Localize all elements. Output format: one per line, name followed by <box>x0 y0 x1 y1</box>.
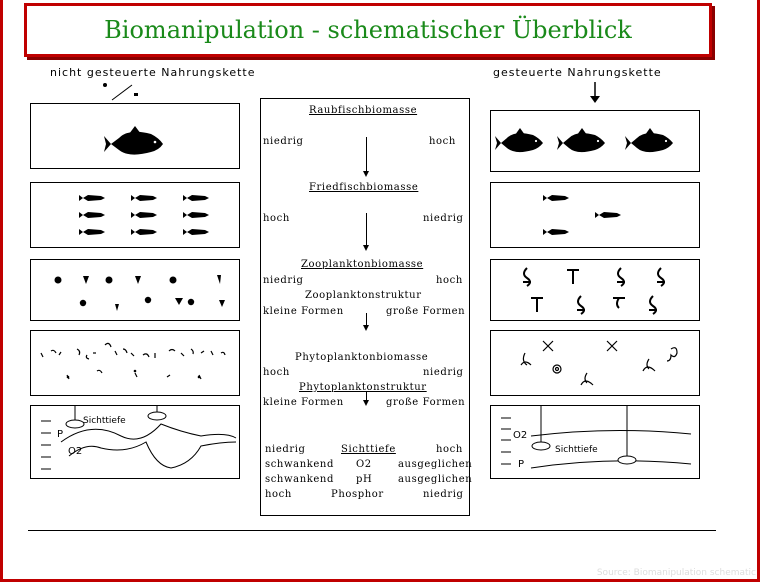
raubfisch-heading: Raubfischbiomasse <box>309 105 418 116</box>
zooplankton-heading: Zooplanktonbiomasse <box>301 259 424 270</box>
left-o2-label: O2 <box>68 446 83 457</box>
row-3-mid: pH <box>356 474 373 485</box>
o2-curve <box>68 441 237 469</box>
zooplankton-structure-right: große Formen <box>386 306 466 317</box>
zooplankton-left: niedrig <box>263 275 304 286</box>
right-o2-label: O2 <box>513 430 528 441</box>
phytoplankton-structure-left: kleine Formen <box>263 397 344 408</box>
row-2-mid: O2 <box>356 459 372 470</box>
left-lake-panel <box>30 405 240 479</box>
down-arrow-icon <box>363 137 369 177</box>
zooplankton-structure-left: kleine Formen <box>263 306 344 317</box>
raubfisch-high: hoch <box>429 136 456 147</box>
fish-icon <box>104 126 163 155</box>
right-p-label: P <box>518 459 525 470</box>
p-curve <box>60 423 237 443</box>
row-3-left: schwankend <box>265 474 334 485</box>
row-4-left: hoch <box>265 489 292 500</box>
p-curve <box>530 460 692 469</box>
large-algae-group <box>520 340 678 386</box>
left-sichttiefe-label: Sichttiefe <box>83 416 126 426</box>
right-zooplankton-panel <box>490 259 700 321</box>
down-arrow-icon <box>363 213 369 251</box>
right-sichttiefe-label: Sichttiefe <box>555 445 598 455</box>
phytoplankton-structure-right: große Formen <box>386 397 466 408</box>
left-predator-panel <box>30 103 240 169</box>
left-p-label: P <box>57 429 64 440</box>
zooplankton-structure: Zooplanktonstruktur <box>305 290 422 301</box>
phytoplankton-heading: Phytoplanktonbiomasse <box>295 352 429 363</box>
right-predator-panel <box>490 110 700 172</box>
frame-right-border <box>757 0 760 582</box>
phytoplankton-right: niedrig <box>423 367 464 378</box>
center-comparison-box: Raubfischbiomasse niedrig hoch Friedfisc… <box>260 98 473 516</box>
down-arrow-icon <box>363 313 369 331</box>
control-arrow-icon <box>590 82 600 103</box>
friedfisch-left: hoch <box>263 213 290 224</box>
raubfisch-low: niedrig <box>263 136 304 147</box>
secchi-disc-icon-2 <box>147 406 167 421</box>
row-2-left: schwankend <box>265 459 334 470</box>
row-1-mid: Sichttiefe <box>341 444 396 455</box>
title-box: Biomanipulation - schematischer Überblic… <box>24 3 712 57</box>
row-4-mid: Phosphor <box>331 489 384 500</box>
row-3-right: ausgeglichen <box>398 474 473 485</box>
left-planktivore-panel <box>30 182 240 248</box>
o2-curve <box>530 429 692 437</box>
right-lake-panel <box>490 405 700 479</box>
frame-left-border <box>0 0 3 582</box>
large-zooplankton-group <box>523 267 665 315</box>
secchi-disc-icon <box>531 406 551 451</box>
secchi-disc-icon-2 <box>617 406 637 465</box>
row-4-right: niedrig <box>423 489 464 500</box>
small-fish-group <box>543 195 621 235</box>
right-phytoplankton-panel <box>490 330 700 396</box>
page-title: Biomanipulation - schematischer Überblic… <box>104 16 632 44</box>
right-planktivore-panel <box>490 182 700 248</box>
source-watermark: Source: Biomanipulation schematic <box>596 568 756 578</box>
zooplankton-right: hoch <box>436 275 463 286</box>
phytoplankton-left: hoch <box>263 367 290 378</box>
down-arrow-icon <box>363 392 369 406</box>
row-2-right: ausgeglichen <box>398 459 473 470</box>
left-phytoplankton-panel <box>30 330 240 396</box>
friedfisch-right: niedrig <box>423 213 464 224</box>
secchi-disc-icon <box>65 406 85 429</box>
phytoplankton-structure: Phytoplanktonstruktur <box>299 382 427 393</box>
small-algae-group <box>40 342 226 380</box>
fish-icon-group <box>495 128 673 153</box>
frame-bottom-border <box>0 579 760 582</box>
friedfisch-heading: Friedfischbiomasse <box>309 182 419 193</box>
row-1-right: hoch <box>436 444 463 455</box>
small-fish-group <box>79 195 209 235</box>
left-zooplankton-panel <box>30 259 240 321</box>
right-column-title: gesteuerte Nahrungskette <box>493 66 662 79</box>
small-zooplankton-group <box>54 275 225 311</box>
bottom-divider <box>28 530 716 531</box>
left-column-title: nicht gesteuerte Nahrungskette <box>50 66 256 79</box>
no-control-symbol <box>103 83 138 101</box>
row-1-left: niedrig <box>265 444 306 455</box>
